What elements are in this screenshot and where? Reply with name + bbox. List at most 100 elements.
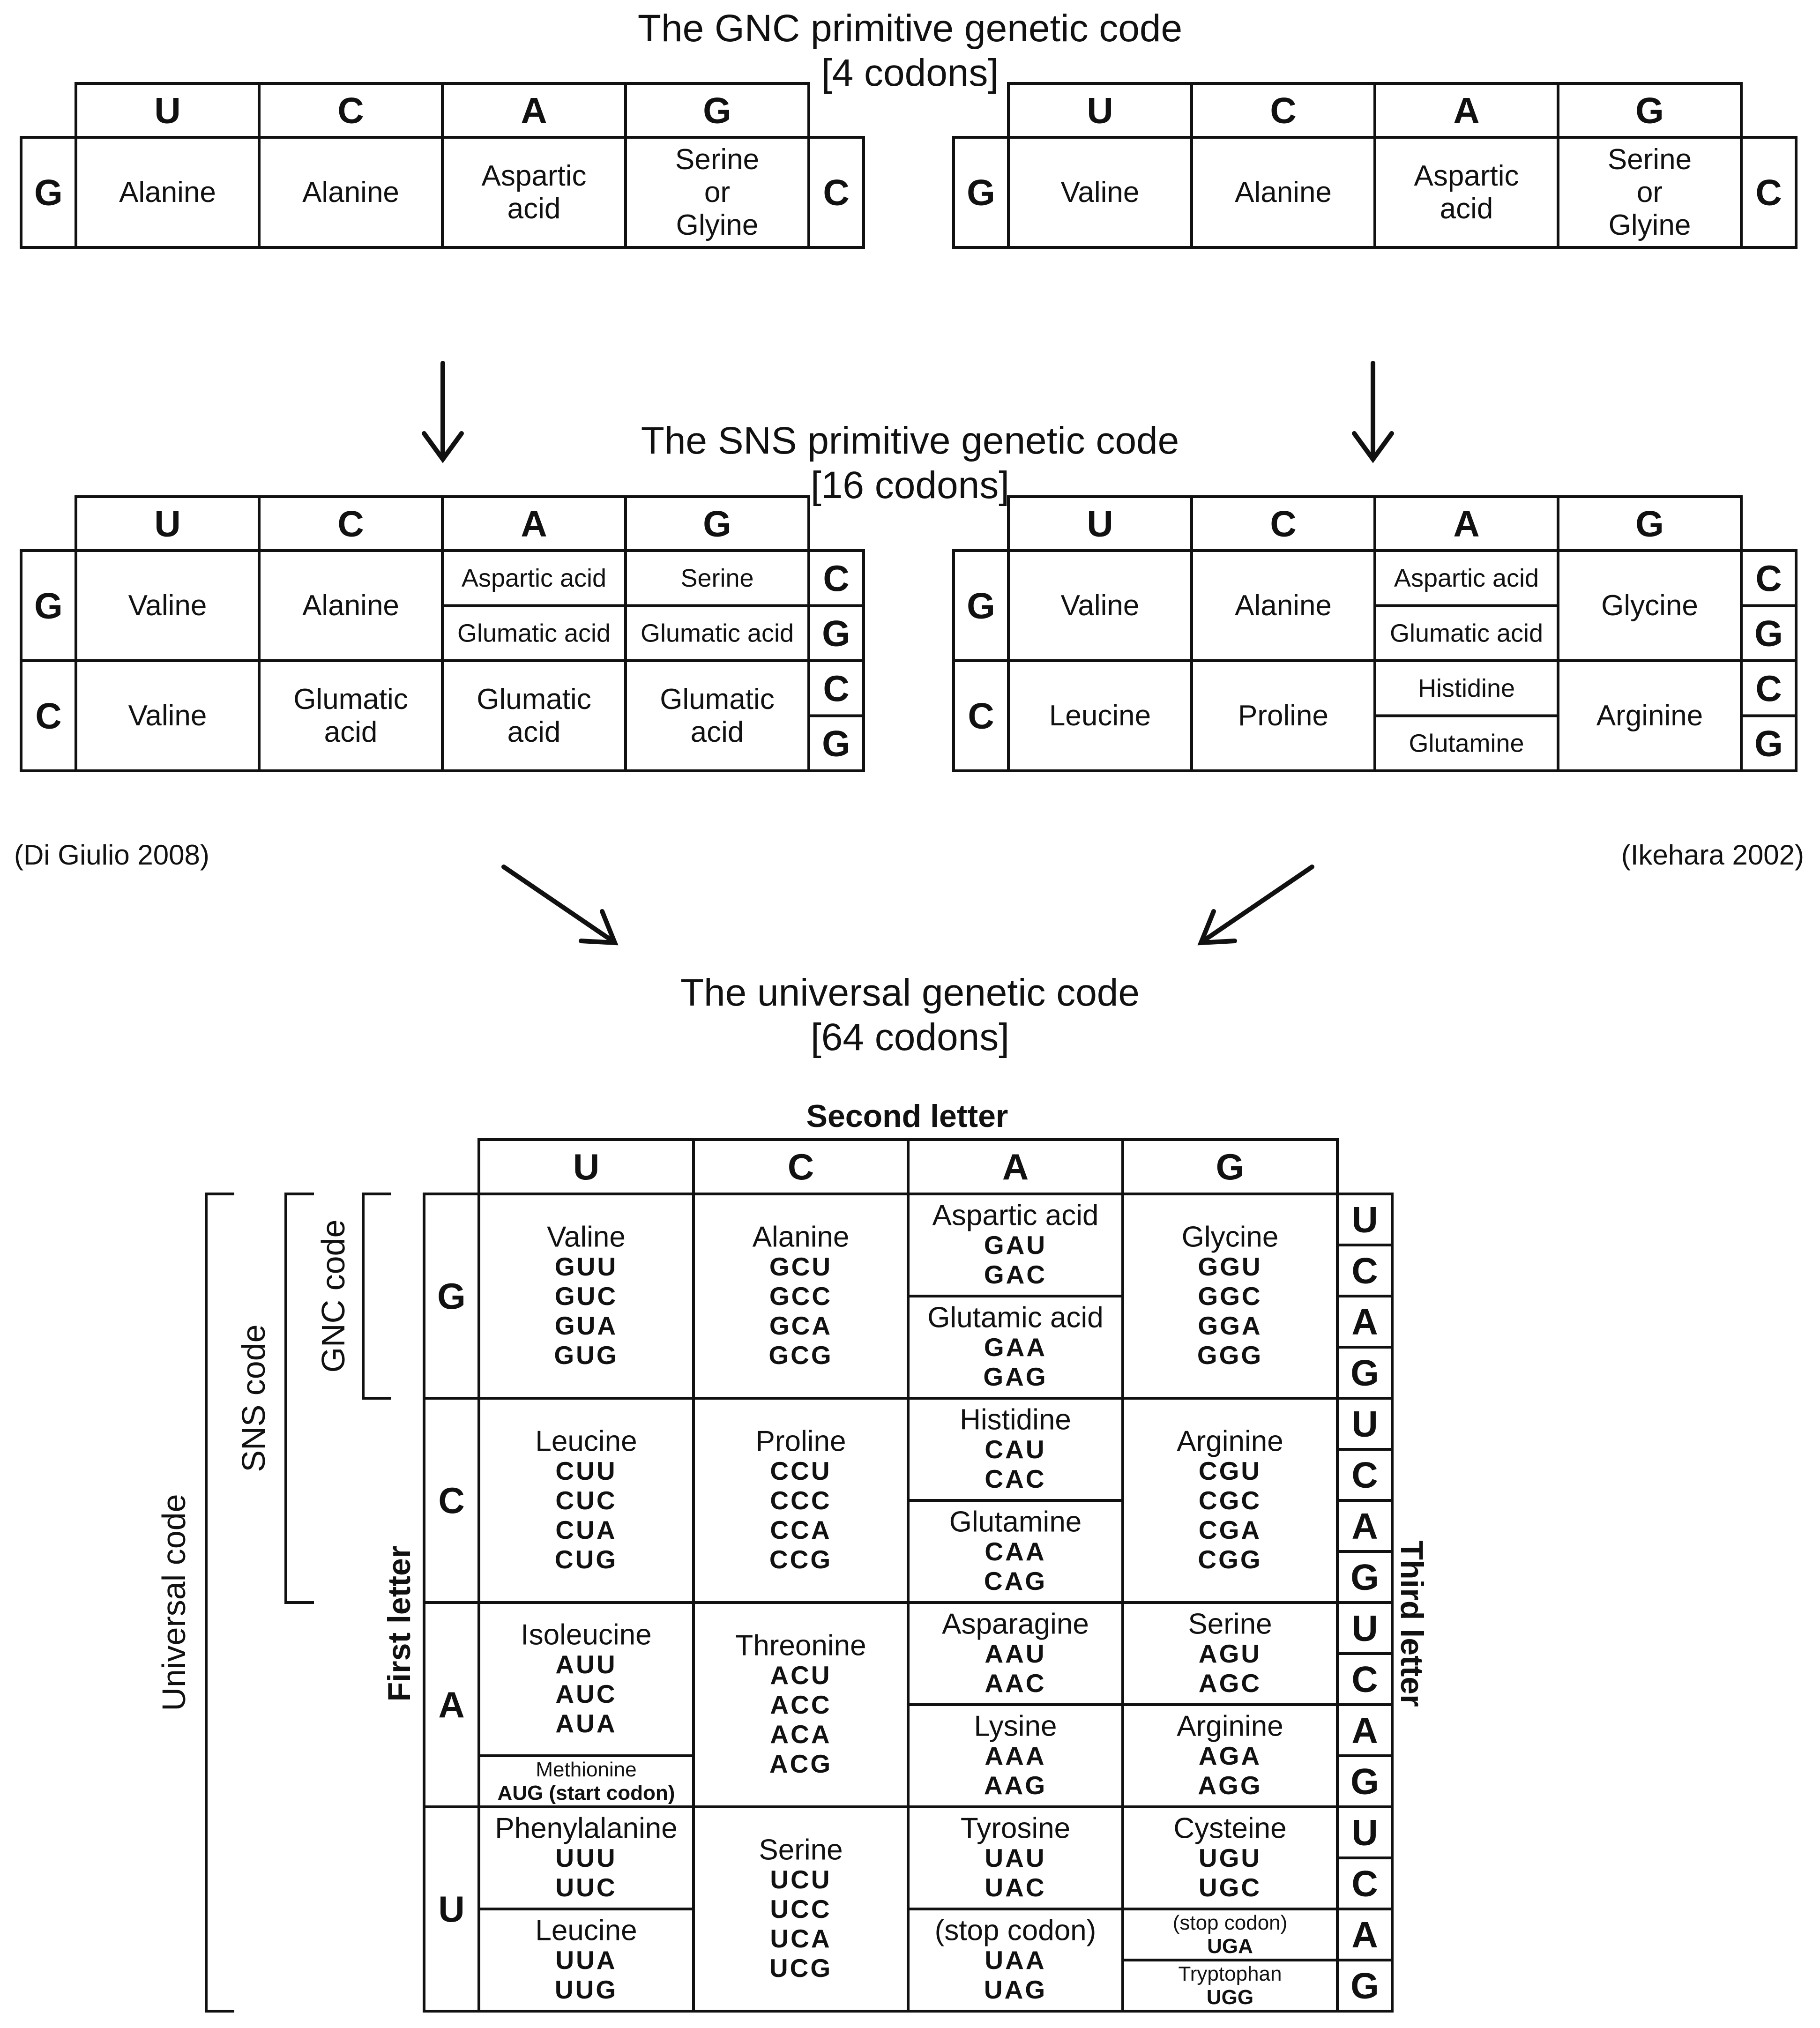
third-letter: C <box>823 668 849 709</box>
amino-acid-name: Glumatic <box>660 683 775 716</box>
third-letter: A <box>1351 1506 1378 1547</box>
amino-acid-name: Arginine <box>1596 700 1703 732</box>
first-letter: A <box>438 1684 464 1725</box>
first-letter: G <box>437 1275 466 1317</box>
first-letter: U <box>438 1888 464 1930</box>
codon: CGA <box>1199 1515 1261 1544</box>
codon: UUC <box>555 1873 617 1902</box>
codon: UGC <box>1199 1873 1261 1902</box>
column-header-a: A <box>1453 503 1479 544</box>
codon: UCC <box>770 1894 831 1924</box>
codon: ACA <box>770 1720 831 1749</box>
first-letter: G <box>34 585 63 626</box>
amino-acid-name: Cysteine <box>1173 1812 1286 1845</box>
codon: AGA <box>1199 1741 1261 1770</box>
amino-acid-name: Valine <box>128 589 207 622</box>
third-letter: A <box>1351 1301 1378 1342</box>
amino-acid-name: Valine <box>1061 176 1140 209</box>
codon: UAA <box>985 1946 1046 1975</box>
amino-acid-name: Methionine <box>536 1758 636 1781</box>
column-header-g: G <box>703 503 731 544</box>
codon: CAA <box>985 1537 1046 1566</box>
amino-acid-name: Glycine <box>1601 589 1698 622</box>
gnc-title-line1: The GNC primitive genetic code <box>638 7 1182 50</box>
amino-acid-name: or <box>704 176 730 209</box>
amino-acid-name: acid <box>1440 193 1493 225</box>
gnc-bracket <box>362 1193 391 1400</box>
column-header-g: G <box>1216 1146 1245 1187</box>
codon: GGC <box>1198 1282 1262 1311</box>
codon: ACC <box>770 1690 831 1719</box>
amino-acid-name: Arginine <box>1177 1710 1283 1743</box>
codon: UCU <box>770 1865 831 1894</box>
codon: UUG <box>555 1975 618 2004</box>
second-letter-label: Second letter <box>806 1098 1008 1134</box>
arrow-sns-left-to-universal <box>501 865 619 946</box>
third-letter: G <box>1350 1557 1379 1598</box>
codon: CAU <box>985 1435 1046 1464</box>
codon: AGU <box>1199 1639 1261 1668</box>
amino-acid-name: Glumatic acid <box>1390 619 1543 647</box>
gnc-title: The GNC primitive genetic code [4 codons… <box>638 7 1182 94</box>
column-header-c: C <box>337 90 364 131</box>
codon: UUA <box>555 1946 617 1975</box>
codon: UUU <box>555 1843 617 1872</box>
codon: UCA <box>770 1924 831 1953</box>
amino-acid-name: Serine <box>680 564 753 592</box>
code-brackets <box>205 1193 391 2013</box>
amino-acid-name: Phenylalanine <box>495 1812 678 1845</box>
citation-ikehara: (Ikehara 2002) <box>1621 839 1804 871</box>
column-header-c: C <box>1270 503 1296 544</box>
amino-acid-name: Glumatic acid <box>641 619 794 647</box>
column-header-a: A <box>1002 1146 1029 1187</box>
universal-code-label: Universal code <box>156 1494 192 1711</box>
codon: AAG <box>984 1771 1047 1800</box>
amino-acid-name: acid <box>691 716 744 748</box>
arrow-sns-right-to-universal <box>1197 865 1314 946</box>
codon: GUC <box>555 1282 618 1311</box>
codon: CAG <box>984 1566 1047 1596</box>
amino-acid-name: Serine <box>1188 1608 1272 1640</box>
codon: CUG <box>555 1545 618 1574</box>
amino-acid-name: Aspartic acid <box>462 564 606 592</box>
column-header-u: U <box>154 503 180 544</box>
amino-acid-name: Leucine <box>1049 700 1151 732</box>
codon: ACU <box>770 1661 831 1690</box>
amino-acid-name: Tryptophan <box>1179 1962 1282 1985</box>
amino-acid-name: Glumatic <box>293 683 408 716</box>
third-letter: C <box>823 172 849 213</box>
first-letter: C <box>35 695 61 737</box>
codon: AAC <box>985 1669 1046 1698</box>
third-letter: C <box>1351 1863 1378 1904</box>
amino-acid-name: Alanine <box>753 1221 850 1253</box>
first-letter-label: First letter <box>381 1546 417 1702</box>
amino-acid-name: Valine <box>128 700 207 732</box>
codon: UAC <box>985 1873 1046 1902</box>
amino-acid-name: Leucine <box>535 1425 637 1458</box>
codon: GAU <box>984 1230 1047 1260</box>
amino-acid-name: Serine <box>759 1834 843 1866</box>
codon: GGU <box>1198 1252 1262 1281</box>
codon: GGG <box>1197 1341 1263 1370</box>
amino-acid-name: Glutamine <box>949 1506 1082 1538</box>
third-letter: U <box>1351 1199 1378 1240</box>
codon: AGG <box>1198 1771 1262 1800</box>
third-letter: A <box>1351 1914 1378 1955</box>
third-letter: A <box>1351 1710 1378 1751</box>
amino-acid-cell <box>624 136 810 249</box>
codon: CCU <box>770 1456 831 1485</box>
amino-acid-name: Isoleucine <box>521 1619 651 1651</box>
codon: CUA <box>555 1515 617 1544</box>
third-letter: G <box>1754 612 1783 654</box>
first-letter: G <box>967 585 995 626</box>
amino-acid-name: Valine <box>547 1221 626 1253</box>
universal-title: The universal genetic code [64 codons] <box>680 971 1140 1059</box>
amino-acid-name: Alanine <box>302 589 399 622</box>
amino-acid-name: Asparagine <box>942 1608 1089 1640</box>
arrow-gnc-left-to-sns <box>422 361 464 463</box>
codon: UAG <box>984 1975 1047 2004</box>
amino-acid-name: Serine <box>675 143 759 176</box>
codon: AUA <box>555 1709 617 1738</box>
